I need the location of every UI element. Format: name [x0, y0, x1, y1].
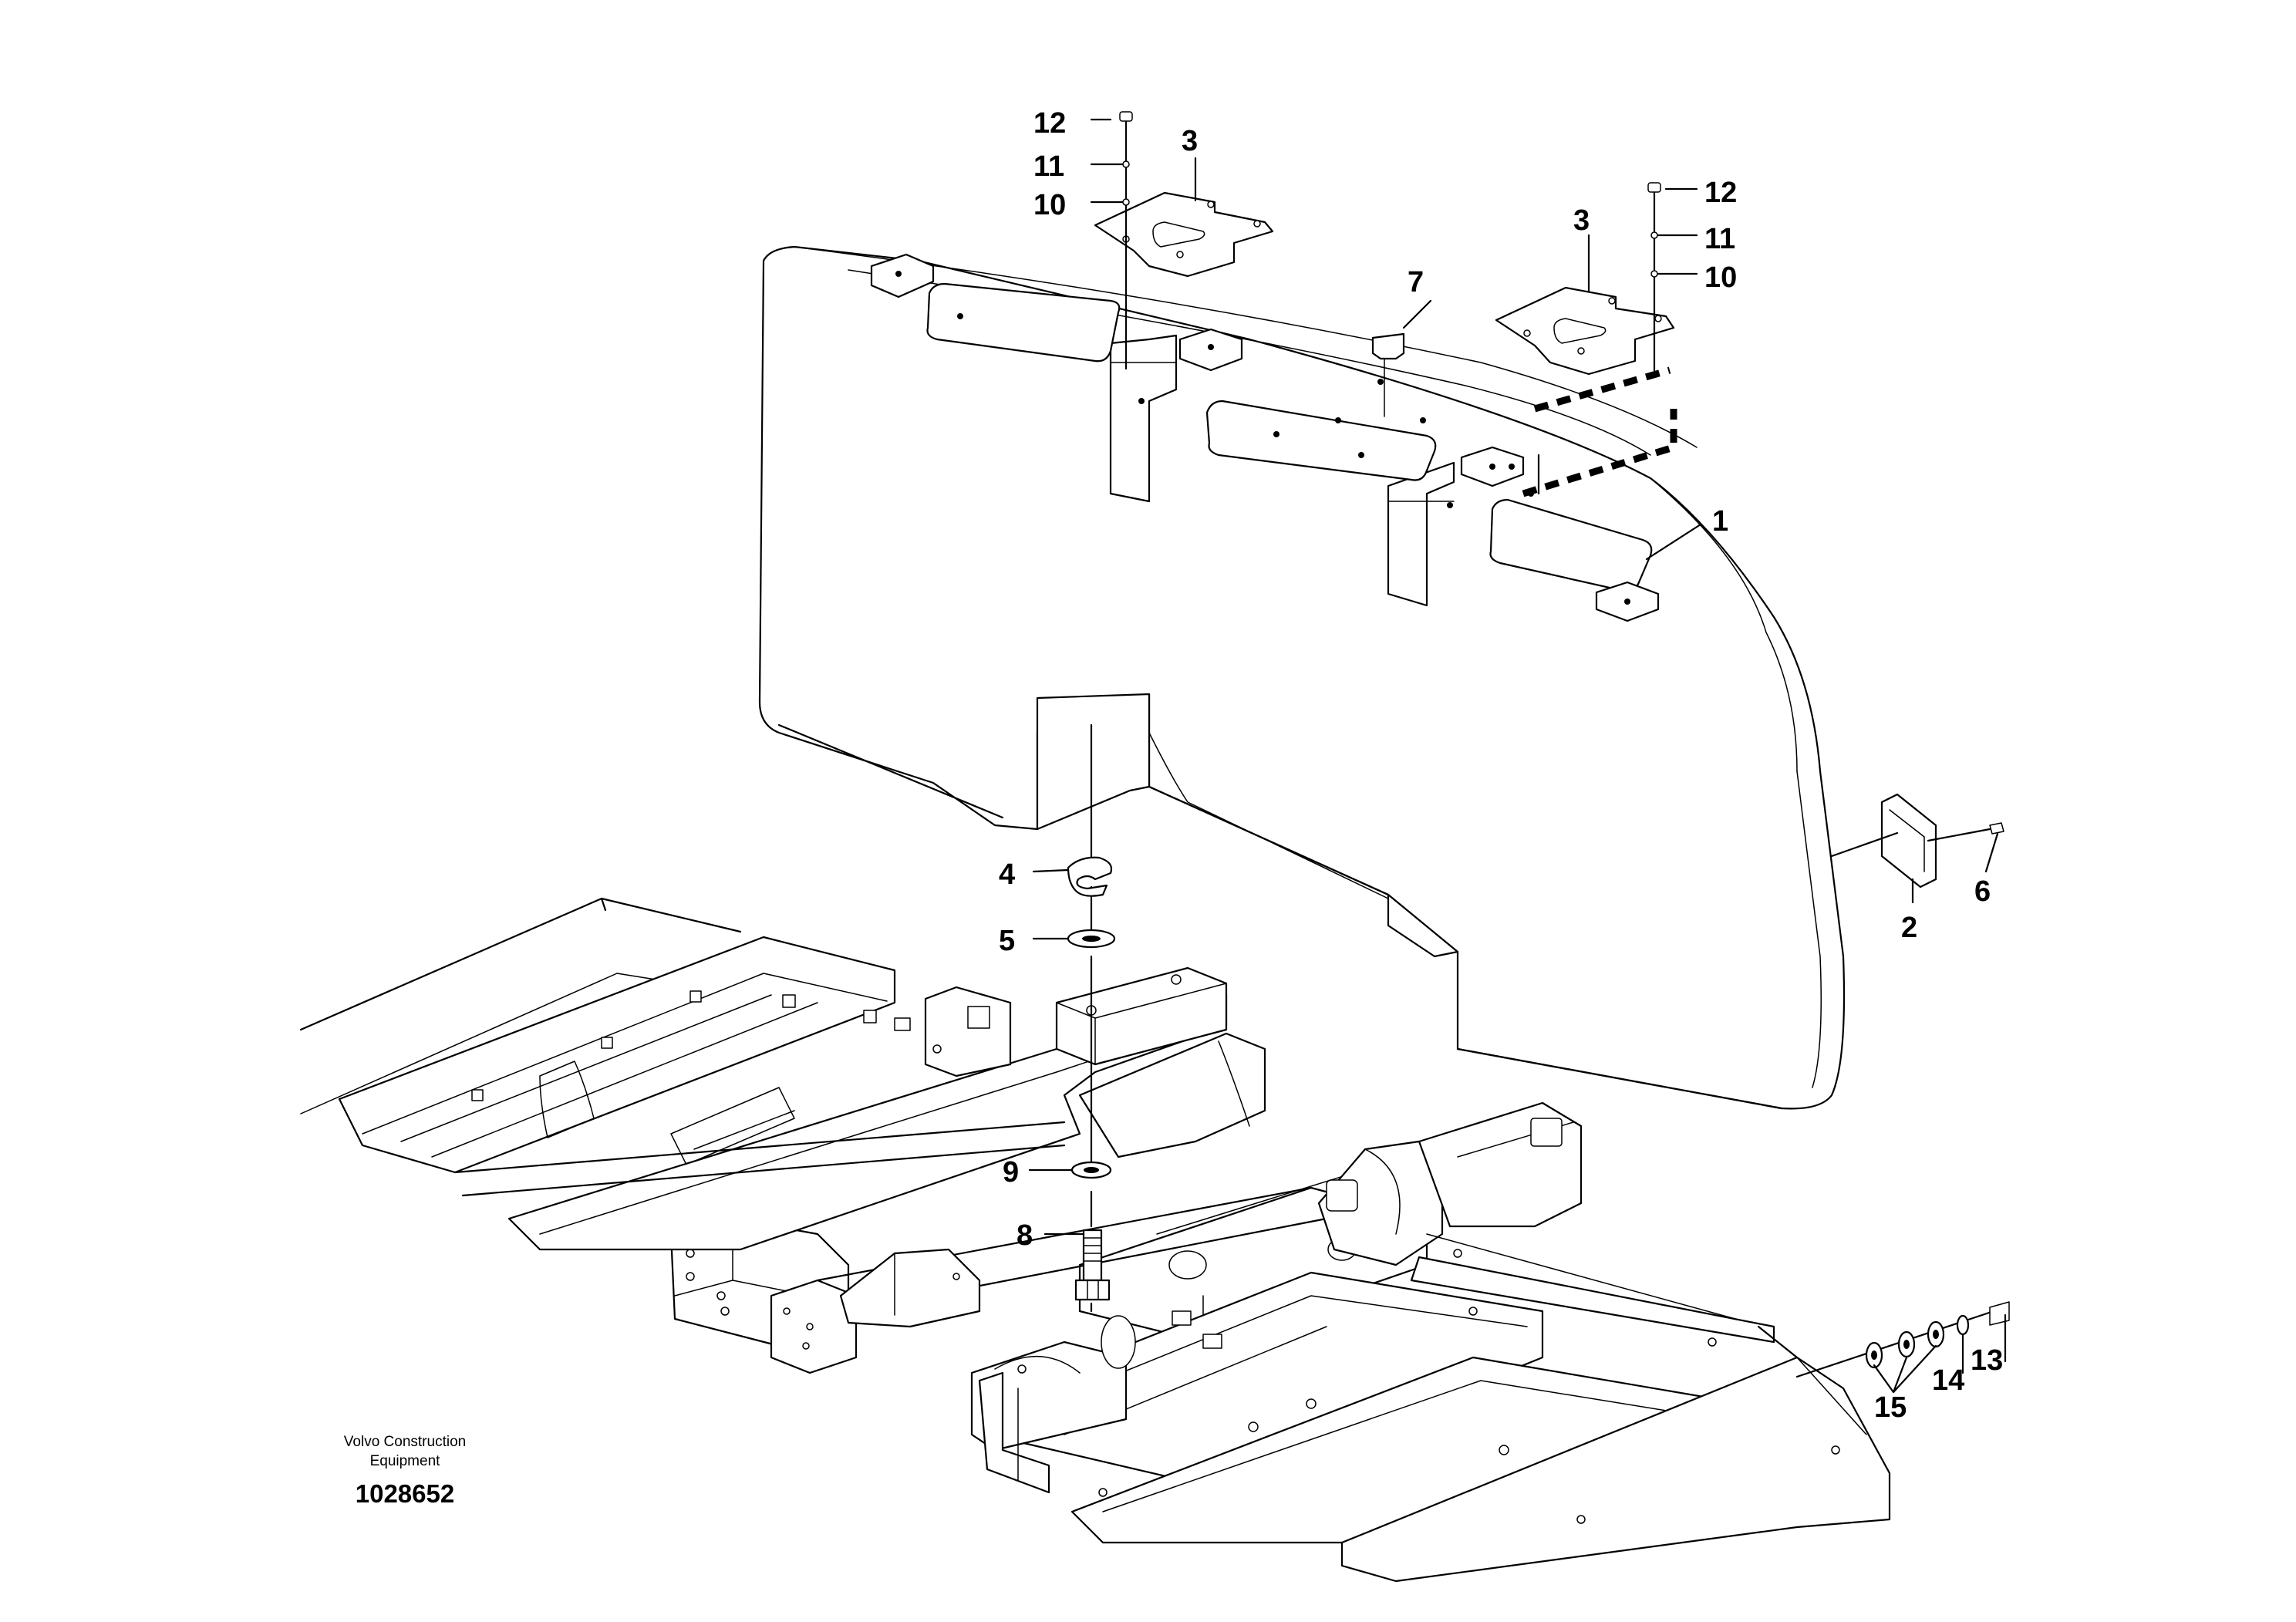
- callout-3-left: 3: [1182, 125, 1198, 157]
- upper-frame: [299, 897, 1891, 1583]
- callout-9: 9: [1003, 1156, 1019, 1189]
- rear-fasteners: [1795, 1301, 2010, 1394]
- callout-12-right: 12: [1704, 177, 1737, 209]
- callout-14: 14: [1932, 1364, 1964, 1397]
- document-number: 1028652: [356, 1479, 454, 1508]
- callout-6: 6: [1974, 875, 1991, 908]
- callout-15: 15: [1874, 1391, 1907, 1424]
- callout-11-right: 11: [1704, 223, 1735, 255]
- plug-7: [1371, 299, 1432, 417]
- callout-3-right: 3: [1573, 204, 1590, 237]
- bolt-path-dashed-2: [1533, 366, 1671, 413]
- bolt-stack-left: [1090, 111, 1133, 370]
- callout-1: 1: [1712, 505, 1728, 538]
- lamp-2: [1830, 793, 1937, 904]
- brand-line-1: Volvo Construction: [344, 1434, 466, 1450]
- callout-10-left: 10: [1033, 189, 1066, 221]
- screw-6: [1927, 822, 2004, 873]
- callout-4: 4: [999, 858, 1015, 891]
- callout-10-right: 10: [1704, 261, 1737, 294]
- callout-5: 5: [999, 925, 1015, 957]
- right-bracket-3: [1495, 286, 1675, 376]
- callout-11-left: 11: [1033, 150, 1064, 183]
- brand-line-2: Equipment: [370, 1453, 441, 1469]
- callout-8: 8: [1017, 1219, 1033, 1252]
- left-bracket-3: [1094, 191, 1274, 278]
- bolt-stack-right: [1537, 182, 1698, 495]
- callout-7: 7: [1408, 266, 1424, 298]
- bolt-path-dashed: [1522, 409, 1677, 497]
- callout-12-left: 12: [1033, 107, 1066, 140]
- center-fastener-stack: [1028, 723, 1116, 1313]
- counterweight: [758, 245, 1846, 1110]
- callout-13: 13: [1971, 1344, 2003, 1377]
- callout-2: 2: [1901, 912, 1917, 944]
